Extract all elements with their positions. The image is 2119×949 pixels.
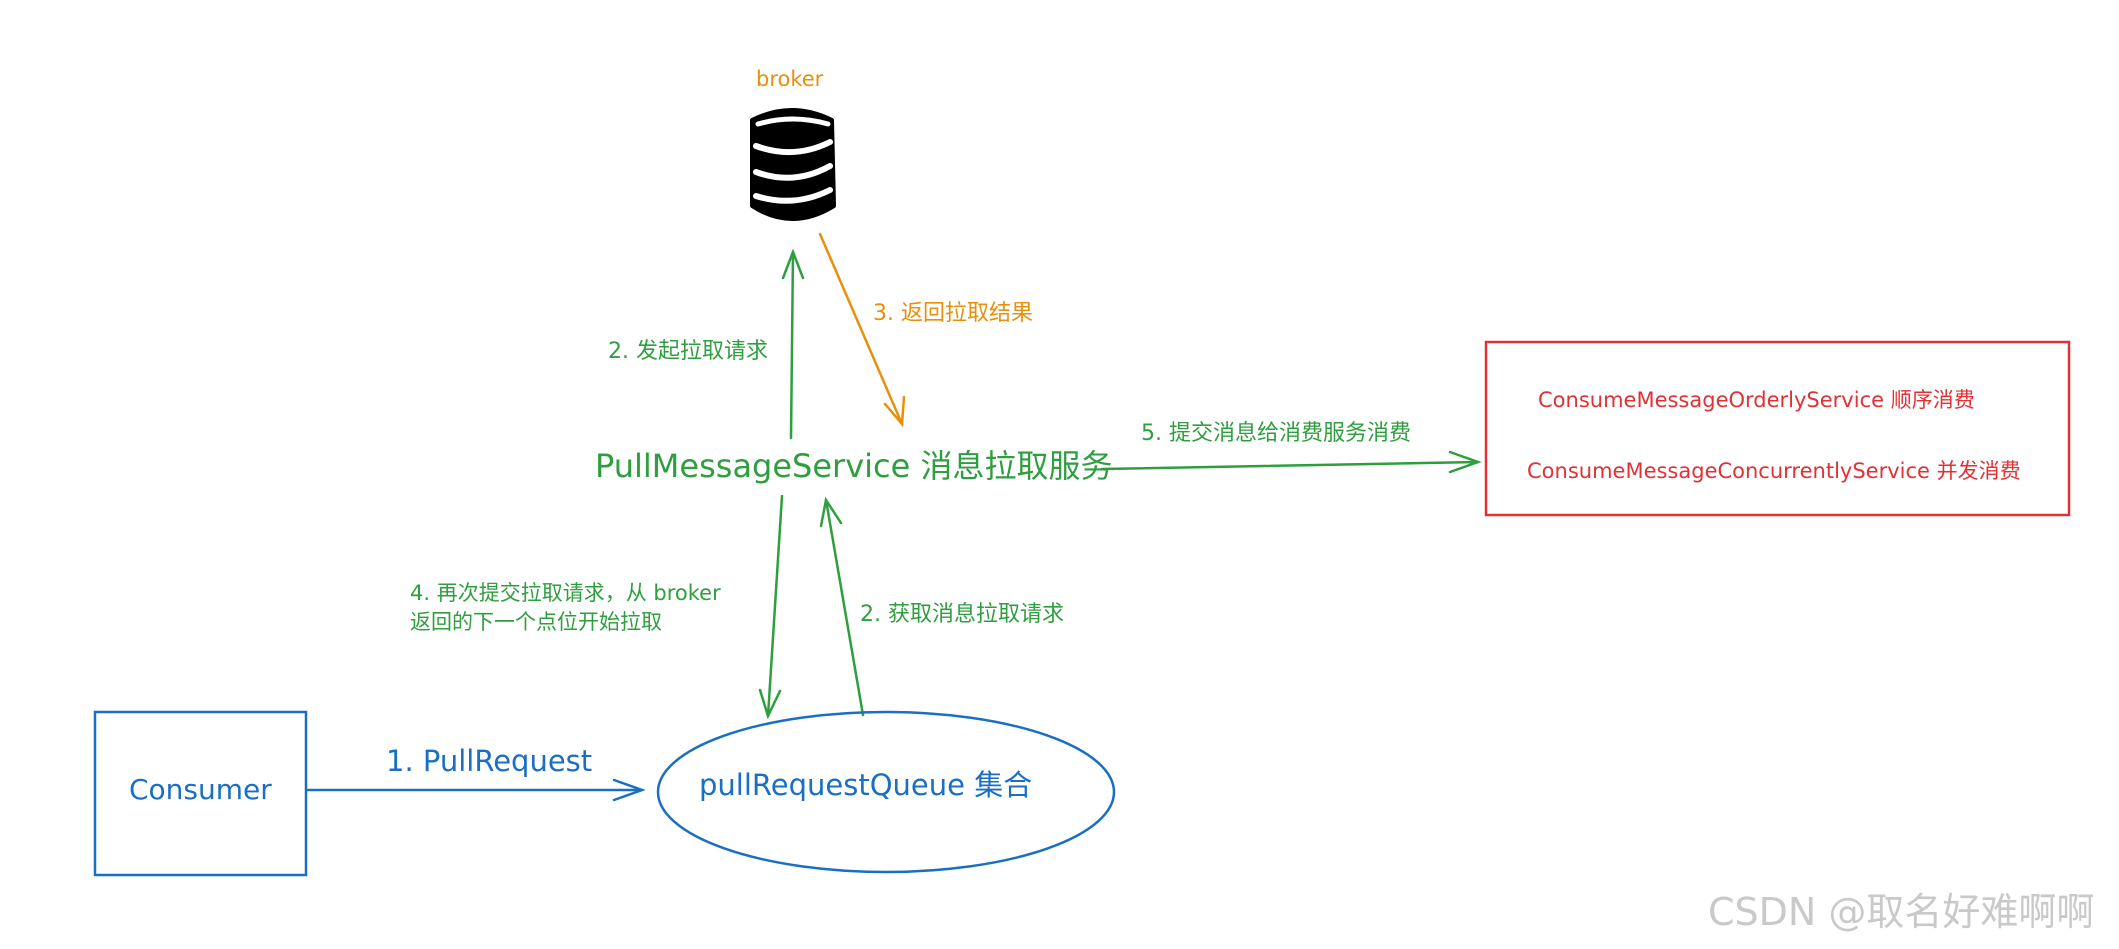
arrow-send-pull-request <box>781 248 805 440</box>
arrow-submit-consume <box>1100 450 1482 474</box>
arrow-return-result <box>818 232 906 428</box>
pull-message-service-label: PullMessageService 消息拉取服务 <box>595 447 1113 485</box>
edge-label-return-result: 3. 返回拉取结果 <box>873 301 1033 326</box>
edge-label-get-pull-request: 2. 获取消息拉取请求 <box>860 602 1064 627</box>
watermark: CSDN @取名好难啊啊 <box>1708 890 2095 934</box>
edge-label-pull-request: 1. PullRequest <box>386 744 593 778</box>
queue-ellipse <box>656 710 1116 874</box>
arrow-pull-request <box>306 778 646 802</box>
concurrently-service-label: ConsumeMessageConcurrentlyService 并发消费 <box>1527 459 2021 483</box>
edge-label-submit-consume: 5. 提交消息给消费服务消费 <box>1141 421 1411 446</box>
edge-label-resubmit-line2: 返回的下一个点位开始拉取 <box>410 610 662 634</box>
arrow-resubmit-pull-request <box>758 494 784 720</box>
broker-label: broker <box>756 67 824 91</box>
orderly-service-label: ConsumeMessageOrderlyService 顺序消费 <box>1538 388 1975 412</box>
edge-label-resubmit-line1: 4. 再次提交拉取请求，从 broker <box>410 581 721 605</box>
arrow-get-pull-request <box>819 496 865 717</box>
consume-services-box <box>1484 340 2071 517</box>
database-icon <box>750 108 836 221</box>
consumer-box <box>93 710 308 877</box>
queue-label: pullRequestQueue 集合 <box>699 768 1033 802</box>
edge-label-send-pull-request: 2. 发起拉取请求 <box>608 339 768 364</box>
consumer-label: Consumer <box>129 773 272 806</box>
